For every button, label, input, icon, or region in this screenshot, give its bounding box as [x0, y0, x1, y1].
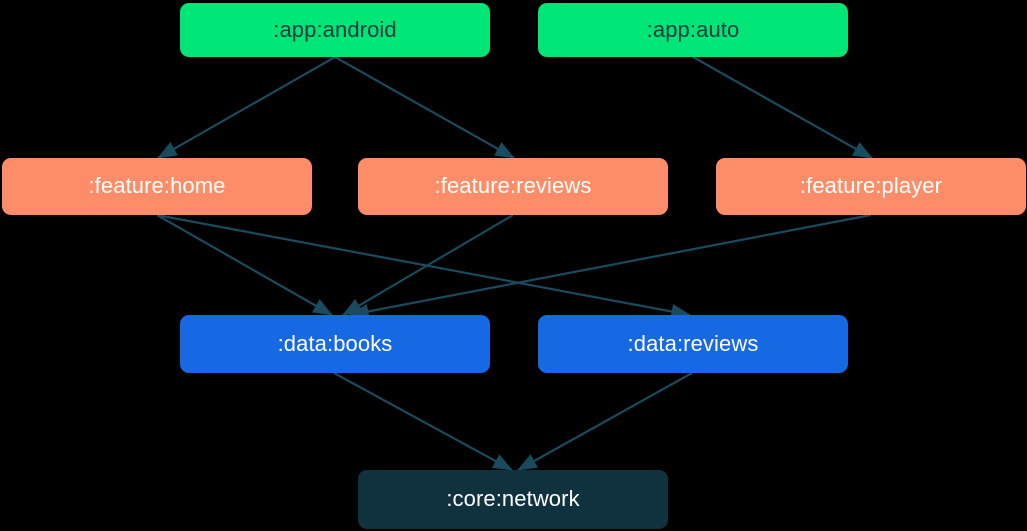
- node-label-feature-player: :feature:player: [799, 173, 943, 199]
- node-label-core-network: :core:network: [446, 486, 580, 512]
- node-label-app-android: :app:android: [273, 16, 397, 42]
- edge-app-auto-to-feature-player: [692, 56, 873, 159]
- edge-data-books-to-core-network: [333, 372, 513, 471]
- node-core-network[interactable]: :core:network: [358, 470, 668, 529]
- node-label-feature-reviews: :feature:reviews: [434, 173, 592, 199]
- node-app-auto[interactable]: :app:auto: [538, 3, 848, 57]
- node-feature-player[interactable]: :feature:player: [716, 158, 1026, 215]
- edge-app-android-to-feature-reviews: [334, 56, 515, 159]
- node-feature-home[interactable]: :feature:home: [2, 158, 312, 215]
- edge-feature-player-to-data-books: [348, 213, 872, 320]
- edge-feature-reviews-to-data-books: [342, 214, 514, 316]
- edge-app-android-to-feature-home: [157, 56, 336, 159]
- node-label-app-auto: :app:auto: [646, 16, 740, 42]
- node-label-data-reviews: :data:reviews: [627, 330, 759, 356]
- node-feature-reviews[interactable]: :feature:reviews: [358, 158, 668, 215]
- edge-data-reviews-to-core-network: [517, 372, 693, 471]
- edges-group: [156, 56, 873, 471]
- node-label-feature-home: :feature:home: [88, 173, 226, 199]
- node-data-books[interactable]: :data:books: [180, 315, 490, 373]
- node-app-android[interactable]: :app:android: [180, 3, 490, 57]
- node-label-data-books: :data:books: [277, 330, 393, 356]
- node-data-reviews[interactable]: :data:reviews: [538, 315, 848, 373]
- edge-feature-home-to-data-books: [156, 214, 333, 316]
- edge-feature-home-to-data-reviews: [156, 213, 692, 320]
